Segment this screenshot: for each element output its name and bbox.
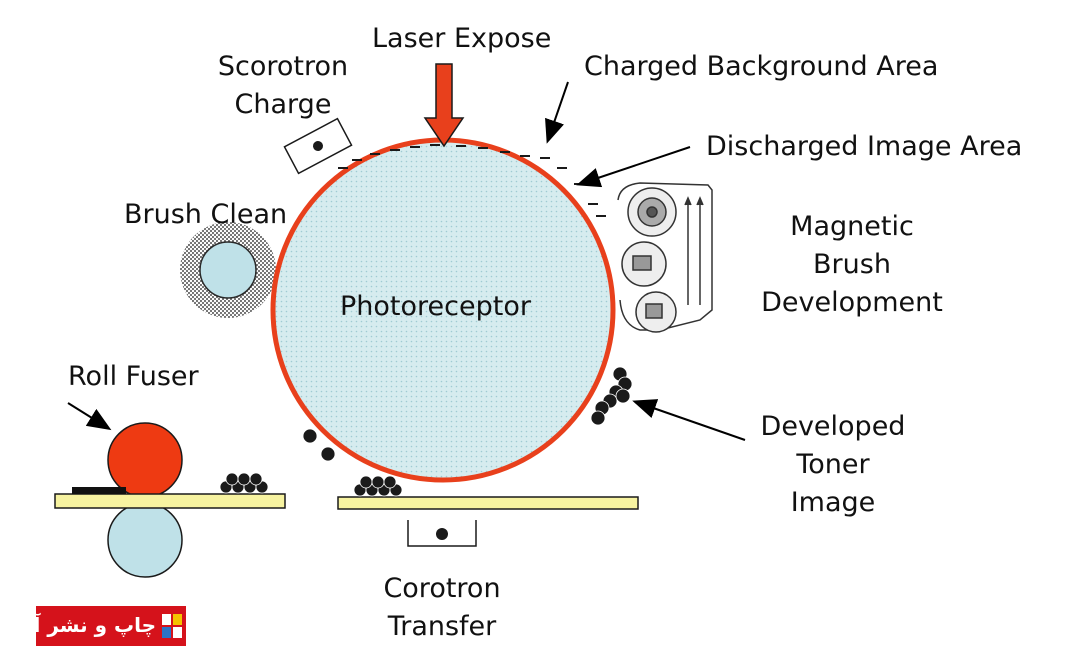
backup-roll	[107, 502, 183, 578]
fuser-paper	[54, 493, 286, 509]
magnetic-brush-developer	[617, 182, 713, 333]
brush-clean-roller-core	[199, 241, 257, 299]
watermark-logo-text: چاپ و نشر آنلاین	[0, 613, 156, 637]
scorotron-charger	[283, 117, 353, 175]
label-developed-line2: Toner	[796, 449, 870, 480]
label-roll-fuser: Roll Fuser	[68, 361, 199, 392]
transferred-toner	[353, 475, 403, 497]
label-magnetic-line1: Magnetic	[790, 211, 914, 242]
developed-toner-particles	[590, 366, 633, 426]
label-brush-clean: Brush Clean	[124, 199, 288, 230]
logo-grid-icon	[162, 614, 182, 638]
arrow-charged-background	[545, 81, 569, 144]
label-corotron-transfer: Corotron Transfer	[362, 570, 522, 646]
label-magnetic-line2: Brush	[813, 249, 891, 280]
surface-charge-dashes	[338, 144, 606, 217]
fuser-roll	[107, 422, 183, 498]
arrow-roll-fuser	[67, 402, 112, 431]
label-photoreceptor: Photoreceptor	[340, 291, 531, 322]
label-magnetic-brush: Magnetic Brush Development	[752, 208, 952, 322]
label-scorotron-line1: Scorotron	[217, 51, 349, 82]
corotron-transfer	[407, 520, 477, 547]
label-scorotron-charge: Scorotron Charge	[198, 48, 368, 124]
label-corotron-line1: Corotron	[383, 573, 501, 604]
label-developed-toner: Developed Toner Image	[748, 408, 918, 522]
fused-image-bar	[72, 487, 126, 494]
transfer-paper	[337, 496, 639, 510]
laser-arrow	[423, 63, 465, 148]
watermark-logo: چاپ و نشر آنلاین	[0, 606, 186, 646]
arrow-discharged-image	[576, 146, 691, 188]
label-charged-background: Charged Background Area	[584, 51, 939, 82]
label-developed-line3: Image	[790, 487, 876, 518]
label-laser-expose: Laser Expose	[372, 23, 552, 54]
label-developed-line1: Developed	[760, 411, 906, 442]
fuser-toner	[219, 472, 269, 494]
label-magnetic-line3: Development	[761, 287, 943, 318]
label-corotron-line2: Transfer	[387, 611, 497, 642]
drum-toner-residue	[302, 428, 336, 462]
arrow-developed-toner	[632, 399, 746, 441]
label-discharged-image: Discharged Image Area	[706, 131, 1023, 162]
label-scorotron-line2: Charge	[234, 89, 332, 120]
